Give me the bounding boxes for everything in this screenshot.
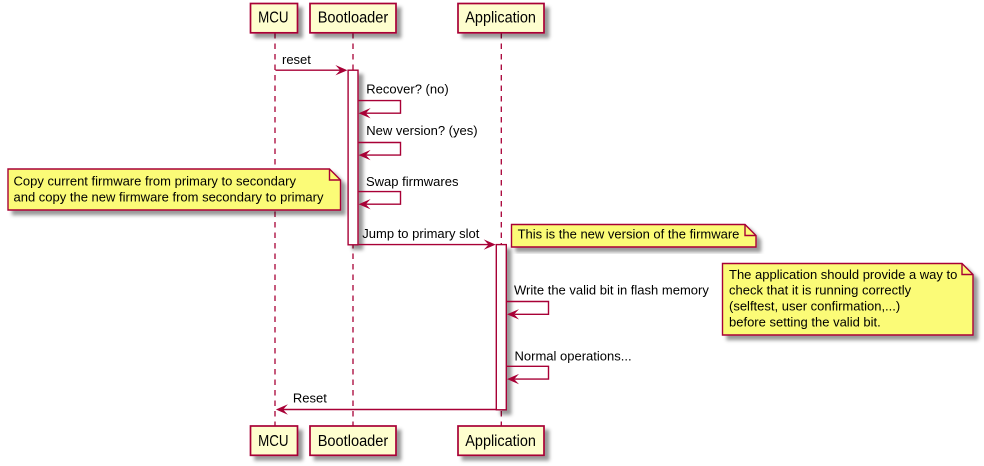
svg-text:Swap firmwares: Swap firmwares xyxy=(366,174,459,189)
svg-text:before setting the valid bit.: before setting the valid bit. xyxy=(729,314,881,329)
svg-text:and copy the new firmware from: and copy the new firmware from secondary… xyxy=(14,189,324,204)
svg-text:Recover? (no): Recover? (no) xyxy=(366,81,448,96)
svg-text:The application should provide: The application should provide a way to xyxy=(729,267,957,282)
svg-text:Normal operations...: Normal operations... xyxy=(515,349,632,364)
svg-text:Reset: Reset xyxy=(293,391,327,406)
svg-text:Bootloader: Bootloader xyxy=(318,10,389,27)
svg-text:Application: Application xyxy=(465,10,536,27)
svg-text:MCU: MCU xyxy=(258,433,288,450)
svg-text:(selftest, user confirmation,.: (selftest, user confirmation,...) xyxy=(729,298,900,313)
svg-text:Application: Application xyxy=(465,433,536,450)
svg-text:New version? (yes): New version? (yes) xyxy=(366,123,477,138)
svg-text:Copy current firmware from pri: Copy current firmware from primary to se… xyxy=(14,174,297,189)
svg-text:Bootloader: Bootloader xyxy=(318,433,389,450)
svg-text:check that it is running corre: check that it is running correctly xyxy=(729,283,912,298)
svg-text:This is the new version of the: This is the new version of the firmware xyxy=(518,226,740,241)
svg-text:Write the valid bit in flash m: Write the valid bit in flash memory xyxy=(514,282,709,297)
svg-text:reset: reset xyxy=(282,52,311,67)
svg-text:Jump to primary slot: Jump to primary slot xyxy=(362,226,479,241)
svg-text:MCU: MCU xyxy=(258,10,288,27)
